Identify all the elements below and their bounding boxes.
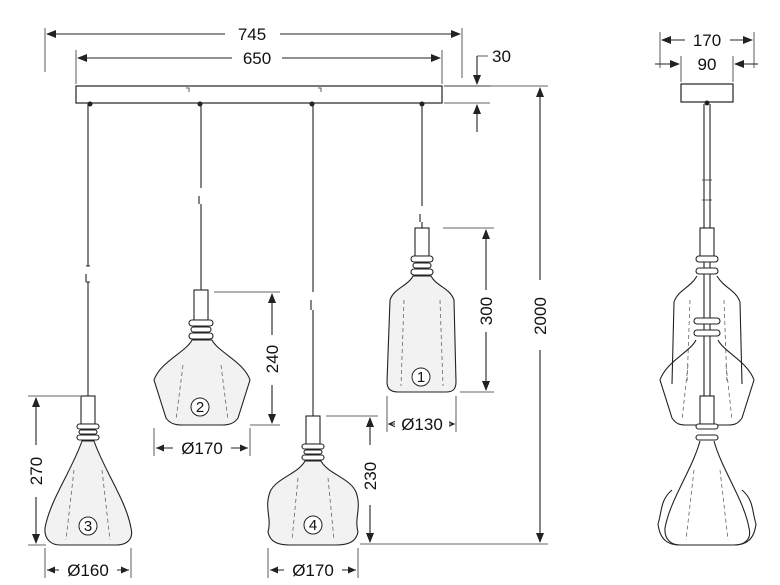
side-view — [657, 83, 757, 546]
dimension-shade-1-height-label: 300 — [477, 297, 496, 325]
dimension-shade-4-height: 230 — [326, 415, 380, 543]
dimension-side-170: 170 — [659, 31, 755, 68]
dimension-side-90: 90 — [655, 55, 758, 82]
shade-1-number: 1 — [417, 369, 425, 386]
dimension-30-label: 30 — [492, 47, 511, 66]
dimension-30: 30 — [444, 47, 511, 132]
dimension-2000: 2000 — [360, 85, 550, 545]
cords — [85, 104, 423, 416]
dimension-shade-3-diameter-label: Ø160 — [67, 561, 109, 580]
dimension-side-90-label: 90 — [698, 55, 717, 74]
dimension-shade-2-diameter: Ø170 — [153, 428, 251, 458]
dimension-745-label: 745 — [238, 25, 266, 44]
dimension-650: 650 — [75, 49, 443, 84]
dimension-shade-1-diameter: Ø130 — [386, 396, 457, 434]
canopy-bar — [75, 85, 443, 104]
shade-2-number: 2 — [196, 399, 204, 416]
shade-3-number: 3 — [84, 518, 92, 535]
dimension-shade-4-diameter-label: Ø170 — [292, 561, 334, 580]
dimension-shade-4-diameter: Ø170 — [267, 548, 359, 580]
dimension-shade-2-diameter-label: Ø170 — [181, 439, 223, 458]
dimension-shade-1-diameter-label: Ø130 — [401, 415, 443, 434]
side-canopy — [680, 83, 734, 103]
dimension-shade-2-height-label: 240 — [263, 345, 282, 373]
dimension-shade-3-height: 270 — [27, 395, 80, 546]
dimension-2000-label: 2000 — [531, 297, 550, 335]
dimension-shade-2-height: 240 — [214, 291, 282, 426]
shade-2: 2 — [153, 289, 251, 426]
shade-4-number: 4 — [309, 517, 317, 534]
dimension-650-label: 650 — [243, 49, 271, 68]
shade-1: 1 — [386, 227, 457, 393]
dimension-shade-1-height: 300 — [443, 227, 496, 393]
shade-3: 3 — [44, 395, 133, 546]
dimension-shade-3-height-label: 270 — [27, 457, 46, 485]
dimension-shade-3-diameter: Ø160 — [44, 548, 132, 580]
dimension-side-170-label: 170 — [693, 31, 721, 50]
shade-4: 4 — [267, 415, 359, 546]
dimension-shade-4-height-label: 230 — [361, 462, 380, 490]
dimension-745: 745 — [44, 25, 463, 78]
